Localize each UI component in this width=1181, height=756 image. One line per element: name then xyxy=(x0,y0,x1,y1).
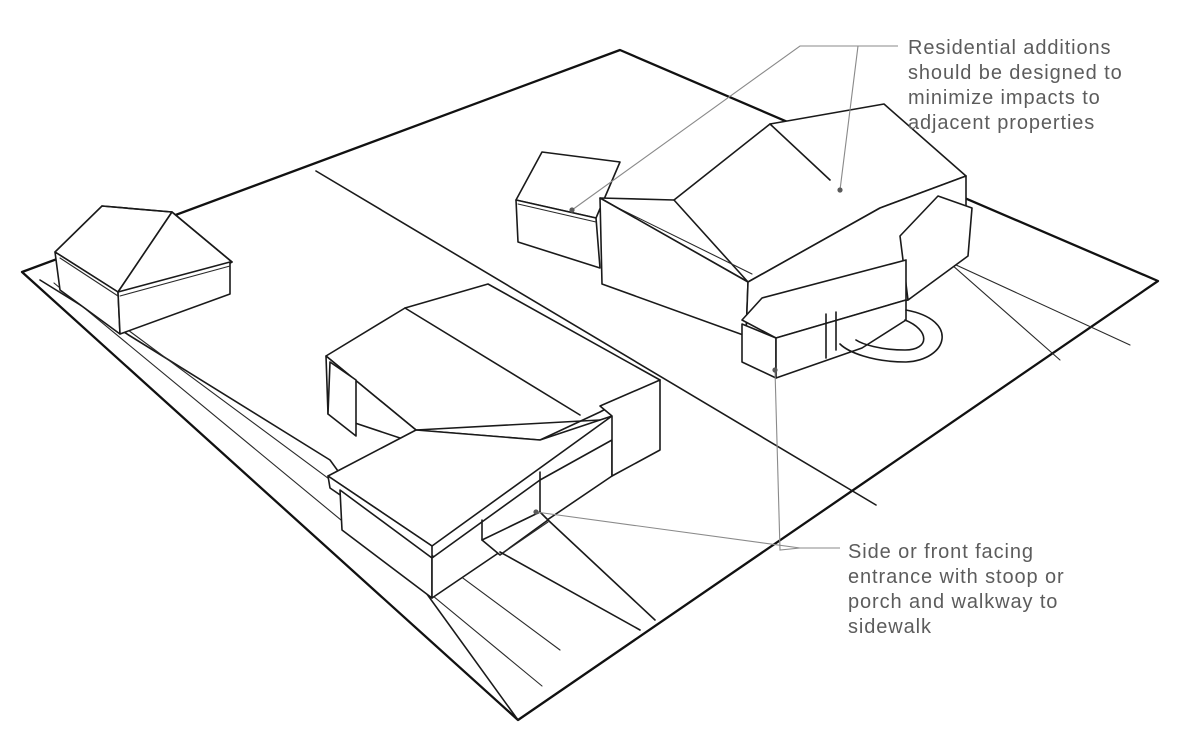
parcel-outline xyxy=(20,48,1160,722)
lot-divider-line xyxy=(315,170,877,506)
leader-dot-porch xyxy=(533,509,539,515)
existing-house-left xyxy=(325,283,661,631)
leader-additions xyxy=(571,45,898,211)
leader-dot-roof xyxy=(837,187,843,193)
annotation-entrance: Side or front facing entrance with stoop… xyxy=(848,541,1065,638)
leader-dot-addition xyxy=(569,207,575,213)
leader-additions-2 xyxy=(839,45,859,191)
sidewalk-edge xyxy=(53,282,543,687)
neighbor-garage xyxy=(54,205,233,335)
front-property-line xyxy=(39,279,519,721)
leader-entrance-2 xyxy=(774,369,801,551)
leader-dot-right-porch xyxy=(772,367,778,373)
right-sidewalk-edge-2 xyxy=(934,249,1061,361)
leader-lines xyxy=(533,45,898,551)
annotation-residential-additions: Residential additions should be designed… xyxy=(908,37,1123,134)
house-with-addition xyxy=(515,103,973,379)
